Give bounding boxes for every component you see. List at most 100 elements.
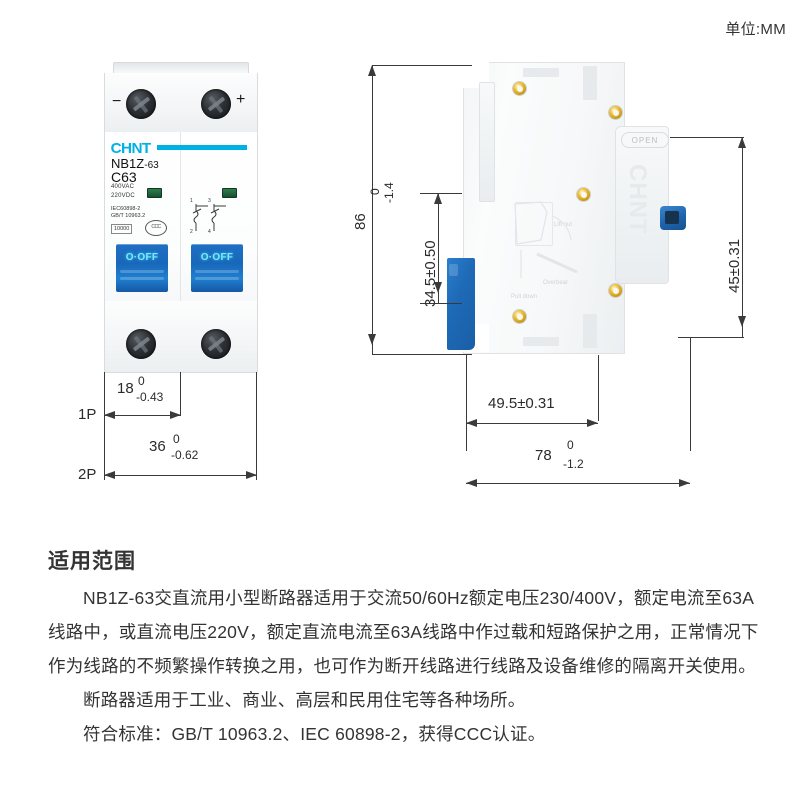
dim-arrow-right-49-5 <box>587 419 598 427</box>
breaking-capacity-label: 10000 <box>111 224 133 234</box>
top-terminal-block: − + <box>104 73 258 134</box>
voltage-ac-label: 400VAC <box>111 184 135 190</box>
bottom-terminal-block <box>104 301 258 373</box>
ext-line-45-bottom <box>678 337 744 338</box>
ccc-certification-icon <box>145 220 167 236</box>
dim-18-tol-upper: 0 <box>138 374 145 388</box>
toggle-switch-pole-2[interactable]: O·OFF <box>191 244 243 292</box>
side-view-dimensions: 86 0 -1.4 34.5±0.50 45±0.31 49.5±0.31 78… <box>330 55 770 515</box>
dim-arrow-up-86 <box>368 65 376 76</box>
front-view-drawing: − + CHNT NB1Z-63 C63 400VAC 220VDC IEC60… <box>104 62 258 373</box>
terminal-screw-bottom-right <box>201 329 231 359</box>
ext-line-left <box>104 372 105 480</box>
toggle-switch-pole-1[interactable]: O·OFF <box>116 244 168 292</box>
dim-78-value: 78 <box>535 447 552 464</box>
open-indicator: OPEN <box>621 132 669 148</box>
dim-86-tol-lower: -1.4 <box>382 182 396 203</box>
front-cover-block <box>615 126 669 284</box>
model-suffix: -63 <box>144 160 159 171</box>
dim-45-value: 45±0.31 <box>726 238 743 293</box>
toggle-ridge <box>195 270 239 273</box>
voltage-dc-label: 220VDC <box>111 193 135 199</box>
terminal-label-4: 4 <box>208 229 211 235</box>
standard-gb-label: GB/T 10963.2 <box>111 213 146 219</box>
ext-line-86-top <box>372 65 472 66</box>
ext-line-49-5-right <box>598 355 599 421</box>
paragraph-applications: 断路器适用于工业、商业、高层和民用住宅等各种场所。 <box>83 690 526 710</box>
dim-line-36 <box>104 475 257 476</box>
pole-label-2p: 2P <box>78 466 97 483</box>
unit-note: 单位:MM <box>725 21 786 38</box>
dim-line-34-5 <box>438 193 439 303</box>
current-rating-label: C63 <box>111 169 137 185</box>
dim-arrow-right-36 <box>246 471 257 479</box>
model-main: NB1Z <box>111 156 145 171</box>
section-title: 适用范围 <box>48 550 136 573</box>
description-section: 适用范围 NB1Z-63交直流用小型断路器适用于交流50/60Hz额定电压230… <box>48 545 760 751</box>
dim-18-value: 18 <box>117 380 134 397</box>
dim-36-tol-upper: 0 <box>173 432 180 446</box>
side-view-drawing: OPEN CHNT Lift out Overbear Pull down <box>447 62 686 354</box>
dim-49-5-value: 49.5±0.31 <box>488 395 555 412</box>
status-led-left <box>147 188 162 198</box>
dim-36-tol-lower: -0.62 <box>171 448 199 462</box>
dim-78-tol-lower: -1.2 <box>563 457 584 471</box>
dim-line-78 <box>466 483 690 484</box>
toggle-ridge <box>195 277 239 280</box>
dim-arrow-right-78 <box>679 479 690 487</box>
front-face-label-area: CHNT NB1Z-63 C63 400VAC 220VDC IEC60898-… <box>104 132 258 302</box>
dim-86-value: 86 <box>352 213 369 230</box>
standard-iec-label: IEC60898-2 <box>111 206 141 212</box>
dim-arrow-left-18 <box>104 411 115 419</box>
toggle-label-pole-1: O·OFF <box>125 252 159 263</box>
ext-line-mid <box>180 372 181 416</box>
dim-line-86 <box>372 65 373 355</box>
dim-arrow-right-18 <box>170 411 181 419</box>
toggle-label-pole-2: O·OFF <box>200 252 234 263</box>
dim-34-5-value: 34.5±0.50 <box>422 240 439 307</box>
brand-bar <box>157 145 247 150</box>
dim-arrow-up-45 <box>738 137 746 148</box>
vent-slot-top <box>523 68 559 77</box>
terminal-screw-top-right <box>201 89 231 119</box>
polarity-plus-label: + <box>236 91 246 108</box>
polarity-minus-label: − <box>112 93 122 110</box>
wiring-schematic-icon: 1 3 2 4 <box>188 198 234 236</box>
ext-line-34-5-bottom <box>420 303 462 304</box>
dim-18-tol-lower: -0.43 <box>136 390 164 404</box>
terminal-label-3: 3 <box>208 198 211 204</box>
dim-line-49-5 <box>466 423 598 424</box>
ext-line-right <box>256 372 257 480</box>
terminal-slot-bottom <box>583 314 597 348</box>
mech-label-pull-down: Pull down <box>511 294 538 300</box>
dim-arrow-down-34-5 <box>434 282 442 293</box>
rivet-bottom-left <box>513 310 526 323</box>
dim-line-45 <box>742 137 743 337</box>
terminal-label-2: 2 <box>190 229 193 235</box>
mech-label-overbear: Overbear <box>543 280 569 286</box>
terminal-screw-bottom-left <box>126 329 156 359</box>
din-rail-clip <box>447 258 475 350</box>
front-terminal-blue <box>660 206 686 230</box>
dim-line-18 <box>104 415 181 416</box>
status-led-right <box>222 188 237 198</box>
terminal-label-1: 1 <box>190 198 193 204</box>
rivet-top-right <box>609 106 622 119</box>
brand-logo: CHNT <box>110 140 152 157</box>
dim-arrow-down-86 <box>368 334 376 345</box>
dim-86-tol-upper: 0 <box>368 188 382 195</box>
dim-arrow-left-36 <box>104 471 115 479</box>
pole-label-1p: 1P <box>78 406 97 423</box>
vent-slot-bottom <box>523 337 559 346</box>
paragraph-standards: 符合标准：GB/T 10963.2、IEC 60898-2，获得CCC认证。 <box>83 724 546 744</box>
din-rail-lip <box>479 82 495 202</box>
ext-line-49-5-left <box>466 355 467 451</box>
terminal-slot-top <box>583 66 597 100</box>
dim-36-value: 36 <box>149 438 166 455</box>
mech-label-lift-out: Lift out <box>554 222 573 228</box>
pole-divider <box>180 132 181 302</box>
rivet-bottom-right <box>609 284 622 297</box>
paragraph-scope: NB1Z-63交直流用小型断路器适用于交流50/60Hz额定电压230/400V… <box>48 588 759 676</box>
open-label: OPEN <box>631 136 659 145</box>
